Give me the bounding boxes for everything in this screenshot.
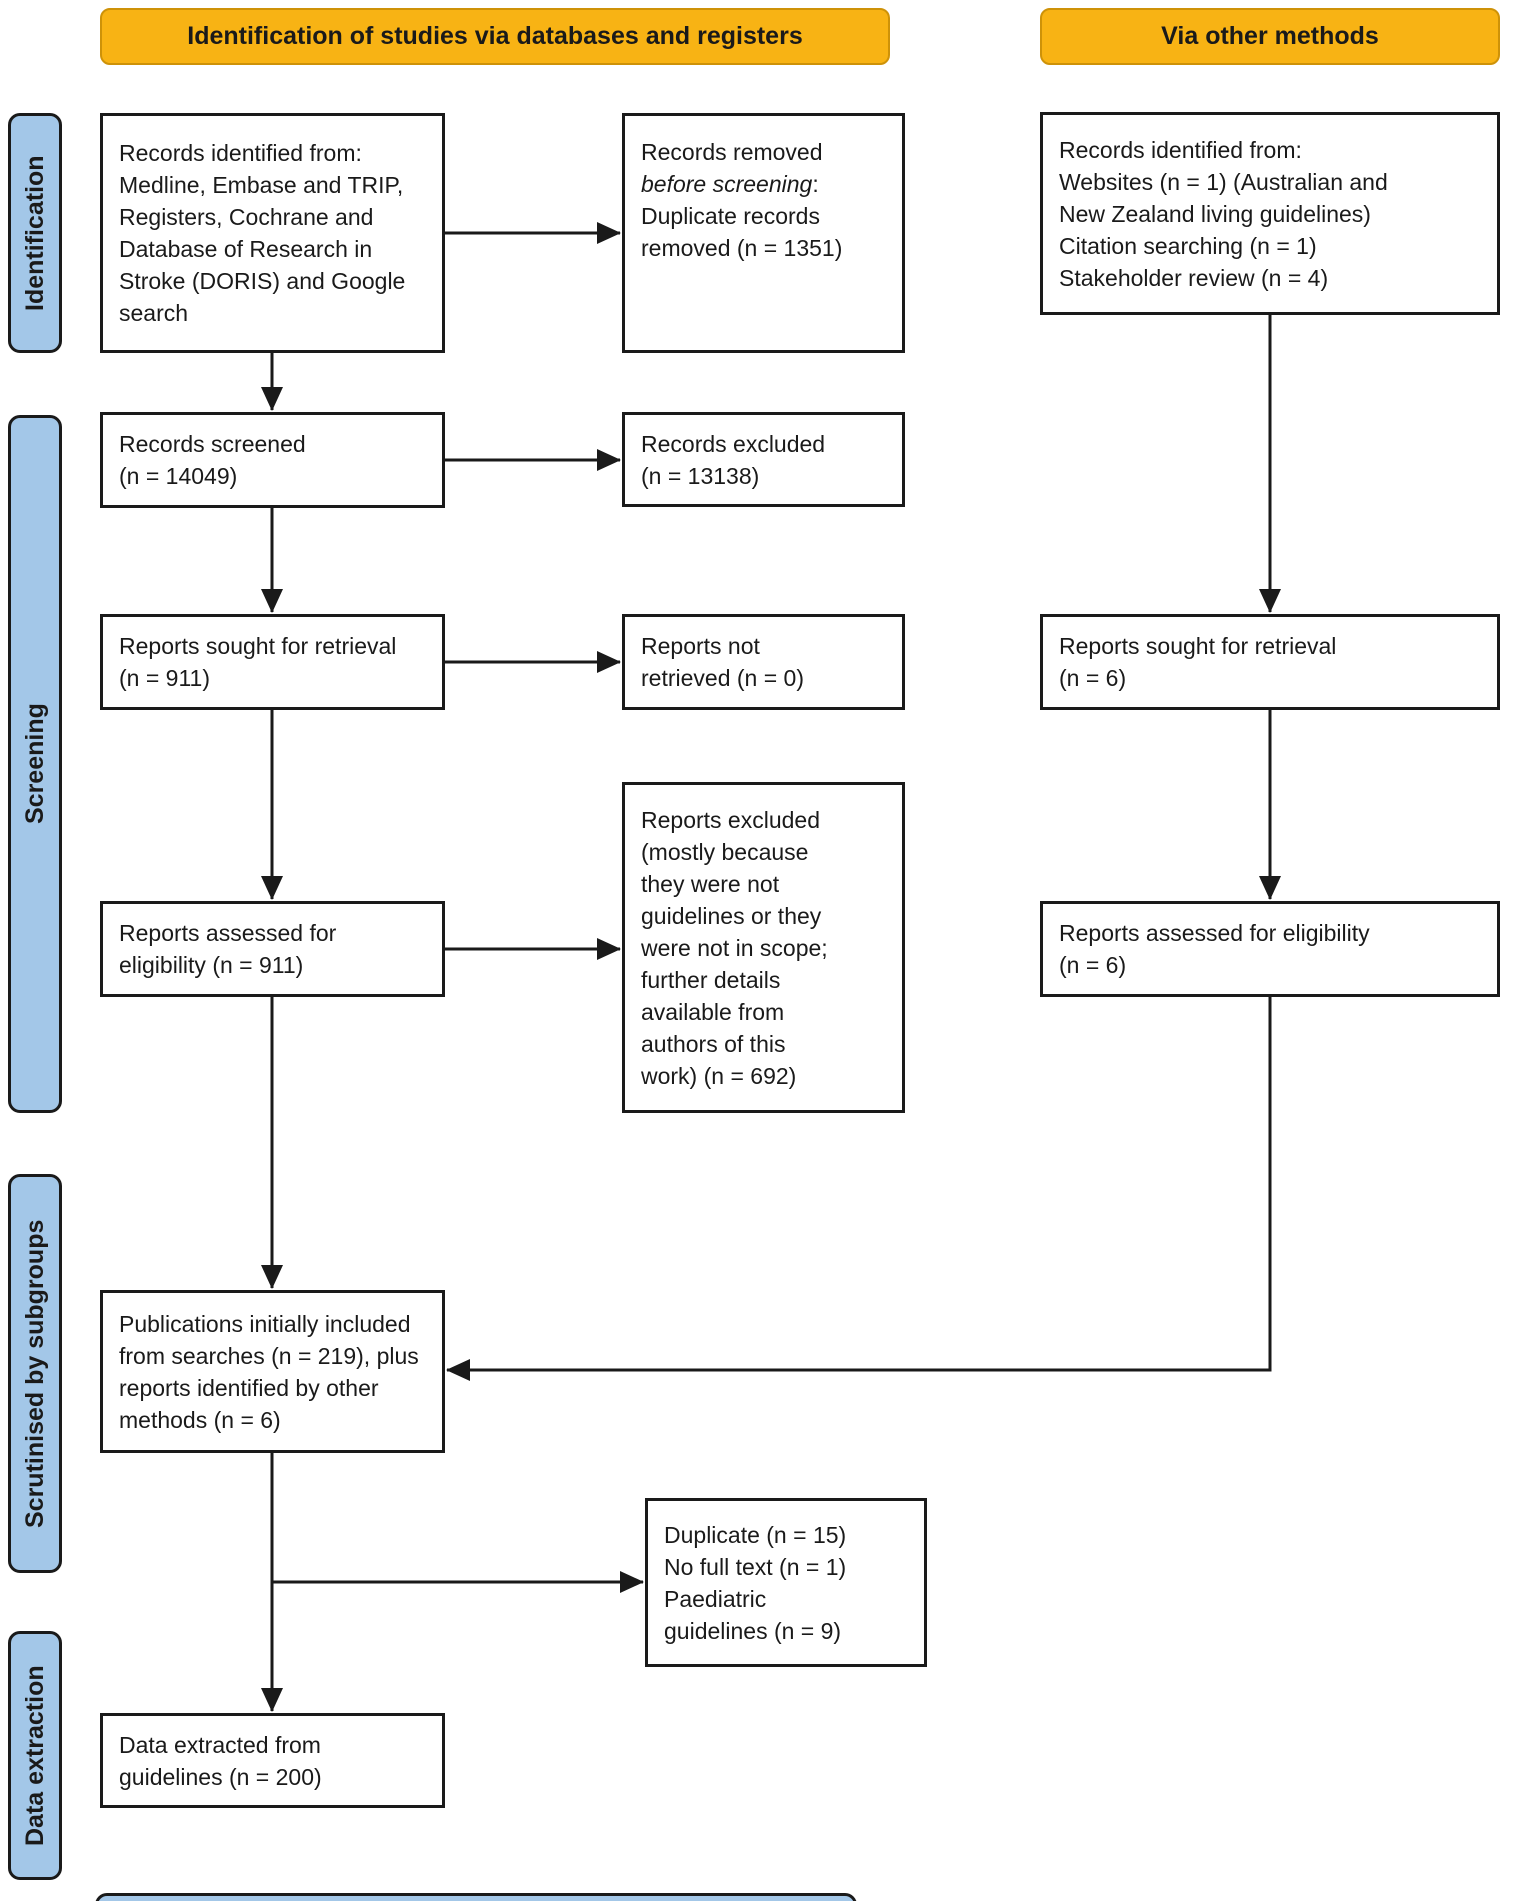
cropped-next-section-bar bbox=[95, 1893, 857, 1901]
box-text-line: Data extracted from bbox=[119, 1731, 321, 1758]
box-text-line: were not in scope; bbox=[641, 934, 828, 961]
box-text-line: (n = 6) bbox=[1059, 952, 1127, 978]
box-text-line: further details bbox=[641, 966, 781, 993]
box-reports-not-retrieved: Reports not retrieved (n = 0) bbox=[622, 614, 905, 710]
box-text-line: Paediatric bbox=[664, 1585, 767, 1612]
box-reports-excluded-details: Reports excluded (mostly because they were… bbox=[622, 782, 905, 1113]
box-reports-assessed-eligibility: Reports assessed for eligibility (n = 911… bbox=[100, 901, 445, 997]
box-text-line: Reports excluded bbox=[641, 806, 820, 833]
box-text-line: Records identified from: bbox=[119, 140, 362, 166]
box-text-line: Records excluded bbox=[641, 430, 826, 457]
box-reports-removed-after-inclusion: Duplicate (n = 15) No full text (n = 1) Pa… bbox=[645, 1498, 927, 1667]
box-reports-sought-retrieval-other: Reports sought for retrieval (n = 6) bbox=[1040, 614, 1500, 710]
box-text-line: Duplicate (n = 15) bbox=[664, 1521, 847, 1548]
box-text-line: available from bbox=[641, 998, 785, 1025]
box-text-line: Websites (n = 1) (Australian and bbox=[1059, 168, 1388, 195]
box-text-line: Registers, Cochrane and bbox=[119, 204, 374, 230]
box-records-excluded: Records excluded (n = 13138) bbox=[622, 412, 905, 507]
box-text-line: guidelines (n = 9) bbox=[664, 1617, 842, 1644]
box-text-line: Stakeholder review (n = 4) bbox=[1059, 264, 1329, 291]
box-text-line: Records removed bbox=[641, 139, 823, 165]
box-text-line: (n = 14049) bbox=[119, 463, 238, 489]
box-text-line: authors of this bbox=[641, 1030, 786, 1057]
box-records-screened: Records screened (n = 14049) bbox=[100, 412, 445, 508]
box-text-line: Citation searching (n = 1) bbox=[1059, 232, 1317, 259]
header-other-methods: Via other methods bbox=[1040, 8, 1500, 65]
box-text-line: from searches (n = 219), plus bbox=[119, 1342, 419, 1369]
box-text-line: they were not bbox=[641, 870, 780, 897]
box-text-line: No full text (n = 1) bbox=[664, 1553, 847, 1580]
box-text-line: Reports sought for retrieval bbox=[1059, 633, 1337, 659]
box-text-line: guidelines (n = 200) bbox=[119, 1763, 322, 1790]
box-text-line: removed (n = 1351) bbox=[641, 235, 843, 261]
box-text-line: (mostly because bbox=[641, 838, 809, 865]
arrow-other-assessed-to-publications bbox=[446, 997, 1272, 1381]
box-text-line: New Zealand living guidelines) bbox=[1059, 200, 1371, 227]
box-text-line: Publications initially included bbox=[119, 1310, 411, 1337]
stage-scrutinised-by-subgroups: Scrutinised by subgroups bbox=[8, 1174, 62, 1573]
stage-data-extraction: Data extraction bbox=[8, 1631, 62, 1880]
box-text-line: methods (n = 6) bbox=[119, 1406, 281, 1433]
box-text-line: Reports not bbox=[641, 633, 760, 659]
box-text-line: Medline, Embase and TRIP, bbox=[119, 172, 404, 198]
box-text-line: eligibility (n = 911) bbox=[119, 952, 304, 978]
box-text-line: Reports assessed for eligibility bbox=[1059, 920, 1370, 946]
box-text-line: (n = 13138) bbox=[641, 462, 760, 489]
box-text-line: Records identified from: bbox=[1059, 136, 1302, 163]
box-reports-sought-retrieval: Reports sought for retrieval (n = 911) bbox=[100, 614, 445, 710]
box-text-line: Duplicate records bbox=[641, 203, 820, 229]
box-text-line: (n = 6) bbox=[1059, 665, 1127, 691]
box-records-identified-other: Records identified from: Websites (n = 1)… bbox=[1040, 112, 1500, 315]
box-reports-assessed-eligibility-other: Reports assessed for eligibility (n = 6) bbox=[1040, 901, 1500, 997]
box-text-line: Stroke (DORIS) and Google bbox=[119, 268, 406, 294]
box-publications-initially-included: Publications initially included from sear… bbox=[100, 1290, 445, 1453]
box-text-line: Reports assessed for bbox=[119, 920, 337, 946]
box-text-line: Database of Research in bbox=[119, 236, 373, 262]
box-text-line: before screening: bbox=[641, 171, 819, 197]
box-text-line: reports identified by other bbox=[119, 1374, 379, 1401]
box-text-line: work) (n = 692) bbox=[641, 1062, 797, 1089]
box-text-line: Records screened bbox=[119, 431, 306, 457]
box-text-line: retrieved (n = 0) bbox=[641, 665, 804, 691]
box-data-extracted: Data extracted from guidelines (n = 200) bbox=[100, 1713, 445, 1808]
box-text-line: guidelines or they bbox=[641, 902, 822, 929]
stage-identification: Identification bbox=[8, 113, 62, 353]
header-databases-registers: Identification of studies via databases … bbox=[100, 8, 890, 65]
stage-screening: Screening bbox=[8, 415, 62, 1113]
box-text-line: Reports sought for retrieval bbox=[119, 633, 397, 659]
box-records-identified-databases: Records identified from: Medline, Embase … bbox=[100, 113, 445, 353]
box-text-line: (n = 911) bbox=[119, 665, 210, 691]
box-records-removed-before-screening: Records removed before screening: Duplicat… bbox=[622, 113, 905, 353]
box-text-line: search bbox=[119, 300, 189, 326]
